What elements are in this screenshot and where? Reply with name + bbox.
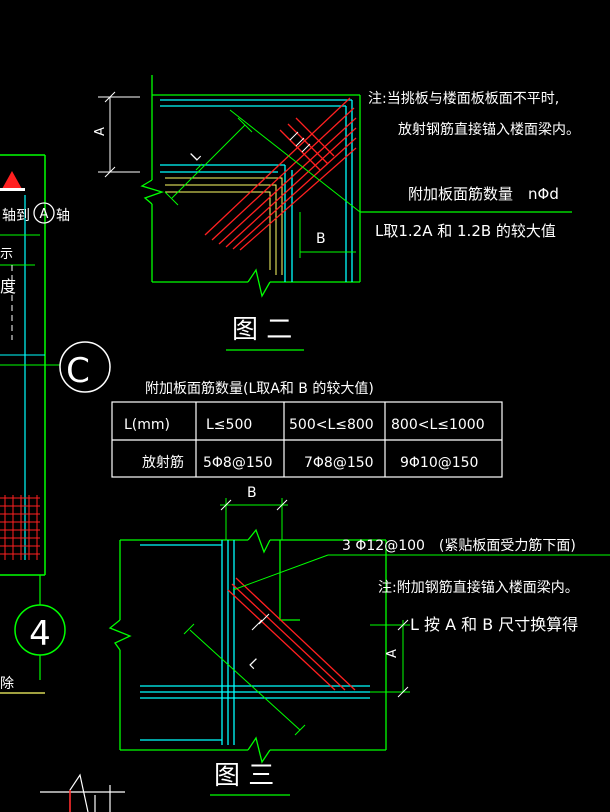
fig3-rebar-text: 3 Φ12@100 (紧贴板面受力筋下面): [342, 537, 576, 554]
table-cell-1: 5Φ8@150: [203, 455, 273, 471]
table-header-0: L(mm): [124, 417, 170, 433]
fragment-2: 度: [0, 277, 16, 296]
axis-bubble-4-label: 4: [29, 614, 51, 654]
table-header-1: L≤500: [206, 417, 252, 433]
fig2-note-line1: 注:当挑板与楼面板板面不平时,: [368, 91, 559, 107]
left-strip: A 轴到 轴 示 度 C 4 除: [0, 154, 125, 812]
axis-bubble-a: [33, 202, 55, 224]
bottom-fragment: 除: [0, 676, 14, 692]
table-header-3: 800<L≤1000: [391, 417, 485, 433]
warning-triangle-icon: [1, 170, 23, 191]
fig3-caption: 图 三: [214, 761, 274, 791]
table-cell-2: 7Φ8@150: [304, 455, 374, 471]
bottom-break-symbol: [40, 773, 125, 812]
fig2-rebar-text: 附加板面筋数量 nΦd: [408, 185, 559, 203]
rebar-table: 附加板面筋数量(L取A和 B 的较大值) L(mm) L≤500 500<L≤8…: [111, 380, 503, 478]
figure-3: B: [108, 485, 610, 796]
fig2-dim-a: A: [93, 127, 108, 136]
red-rebar-grid: [0, 495, 40, 560]
axis-text-1: 轴到: [2, 208, 30, 224]
fig3-dim-l: L: [246, 656, 262, 672]
table-cell-3: 9Φ10@150: [400, 455, 478, 471]
axis-bubble-c: [59, 341, 111, 393]
fig3-dim-a: A: [385, 649, 400, 658]
fig3-dim-b: B: [247, 485, 257, 501]
fig2-rule-text: L取1.2A 和 1.2B 的较大值: [375, 222, 556, 240]
figure-2: L A B 注:当挑板与楼面板板面不平时, 放射钢筋直接锚入楼面梁内。 附加板面…: [93, 75, 580, 351]
axis-bubble-a-label: A: [40, 207, 49, 222]
fig2-caption: 图 二: [232, 315, 292, 345]
fragment-1: 示: [0, 247, 13, 262]
table-row-label: 放射筋: [142, 454, 184, 471]
fig2-note-line2: 放射钢筋直接锚入楼面梁内。: [398, 121, 580, 138]
fig3-rebars: [227, 577, 356, 691]
fig2-dim-b: B: [316, 231, 326, 247]
fig3-note: 注:附加钢筋直接锚入楼面梁内。: [378, 579, 579, 596]
table-title: 附加板面筋数量(L取A和 B 的较大值): [145, 380, 374, 397]
radial-rebars: [204, 97, 357, 251]
axis-text-2: 轴: [56, 208, 70, 224]
fig2-dim-l: L: [188, 148, 204, 164]
table-header-2: 500<L≤800: [289, 417, 374, 433]
fig3-rule-text: L 按 A 和 B 尺寸换算得: [410, 615, 578, 634]
axis-bubble-c-label: C: [66, 351, 90, 391]
